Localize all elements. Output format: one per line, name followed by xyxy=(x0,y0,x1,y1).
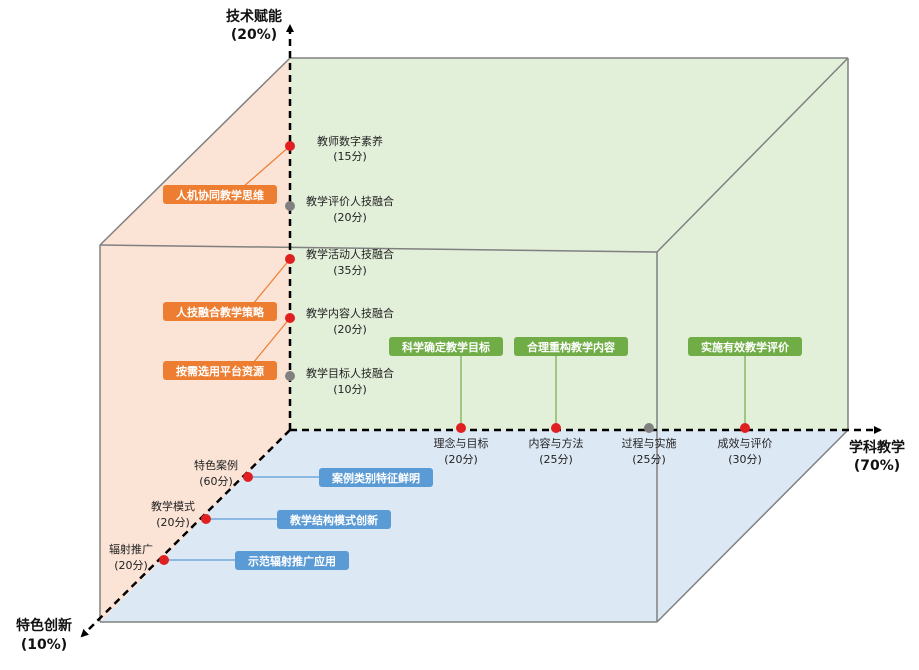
point-name: 内容与方法 xyxy=(529,436,584,450)
point-marker xyxy=(285,371,295,381)
tag-label: 人机协同教学思维 xyxy=(176,188,264,202)
point-name: 教师数字素养 xyxy=(317,134,383,148)
point-score: (20分) xyxy=(333,323,367,336)
tag-box xyxy=(163,361,277,380)
depth-axis xyxy=(80,429,291,638)
point-score: (15分) xyxy=(333,150,367,163)
point-name: 过程与实施 xyxy=(622,436,677,450)
vertical-axis-weight: (20%) xyxy=(231,27,277,43)
point-name: 教学内容人技融合 xyxy=(306,306,394,320)
point-name: 成效与评价 xyxy=(718,436,773,450)
tag-box xyxy=(277,510,391,529)
point-marker xyxy=(159,555,169,565)
point-name: 教学目标人技融合 xyxy=(306,366,394,380)
point-name: 辐射推广 xyxy=(109,542,153,556)
bottom-face xyxy=(100,430,848,622)
horizontal-axis-title: 学科教学 xyxy=(849,439,905,456)
point-marker xyxy=(740,423,750,433)
green-connectors xyxy=(460,354,746,428)
point-marker xyxy=(644,423,654,433)
tag-label: 教学结构模式创新 xyxy=(289,513,378,527)
point-score: (10分) xyxy=(333,383,367,396)
blue-tags: 案例类别特征鲜明 教学结构模式创新 示范辐射推广应用 xyxy=(235,468,433,570)
horizontal-axis-points: 理念与目标 (20分) 内容与方法 (25分) 过程与实施 (25分) 成效与评… xyxy=(434,423,773,466)
depth-axis-title: 特色创新 xyxy=(16,617,72,634)
cube-edges xyxy=(99,57,849,623)
point-score: (60分) xyxy=(199,475,233,488)
orange-tags: 人机协同教学思维 人技融合教学策略 按需选用平台资源 xyxy=(163,185,277,380)
tag-label: 合理重构教学内容 xyxy=(527,340,615,354)
orange-connectors xyxy=(242,145,291,364)
tag-box xyxy=(514,337,628,356)
tag-box xyxy=(163,302,277,321)
point-marker xyxy=(456,423,466,433)
depth-axis-weight: (10%) xyxy=(21,637,67,653)
point-name: 特色案例 xyxy=(194,458,238,472)
point-score: (20分) xyxy=(333,211,367,224)
point-name: 教学模式 xyxy=(151,499,195,513)
point-name: 教学活动人技融合 xyxy=(306,247,394,261)
point-marker xyxy=(285,254,295,264)
tag-label: 科学确定教学目标 xyxy=(402,340,490,354)
point-name: 理念与目标 xyxy=(434,436,489,450)
vertical-axis-points: 教师数字素养 (15分) 教学评价人技融合 (20分) 教学活动人技融合 (35… xyxy=(285,134,394,396)
blue-connectors xyxy=(164,476,319,561)
tag-label: 案例类别特征鲜明 xyxy=(331,471,420,485)
point-score: (25分) xyxy=(539,453,573,466)
point-marker xyxy=(285,141,295,151)
tag-box xyxy=(235,551,349,570)
horizontal-axis-weight: (70%) xyxy=(854,458,900,474)
depth-axis-points: 特色案例 (60分) 教学模式 (20分) 辐射推广 (20分) xyxy=(109,458,253,572)
tag-box xyxy=(163,185,277,204)
tag-box xyxy=(389,337,503,356)
vertical-axis-title: 技术赋能 xyxy=(226,8,282,25)
point-marker xyxy=(201,514,211,524)
point-score: (20分) xyxy=(444,453,478,466)
point-score: (20分) xyxy=(156,516,190,529)
point-score: (35分) xyxy=(333,264,367,277)
tag-label: 人技融合教学策略 xyxy=(176,305,265,319)
point-score: (25分) xyxy=(632,453,666,466)
tag-box xyxy=(319,468,433,487)
point-score: (20分) xyxy=(114,559,148,572)
tag-label: 按需选用平台资源 xyxy=(176,364,264,378)
point-marker xyxy=(551,423,561,433)
point-name: 教学评价人技融合 xyxy=(306,194,394,208)
point-marker xyxy=(243,472,253,482)
point-marker xyxy=(285,313,295,323)
green-tags: 科学确定教学目标 合理重构教学内容 实施有效教学评价 xyxy=(389,337,802,356)
tag-box xyxy=(688,337,802,356)
tag-label: 示范辐射推广应用 xyxy=(247,554,336,568)
point-marker xyxy=(285,201,295,211)
tag-label: 实施有效教学评价 xyxy=(701,340,790,354)
point-score: (30分) xyxy=(728,453,762,466)
